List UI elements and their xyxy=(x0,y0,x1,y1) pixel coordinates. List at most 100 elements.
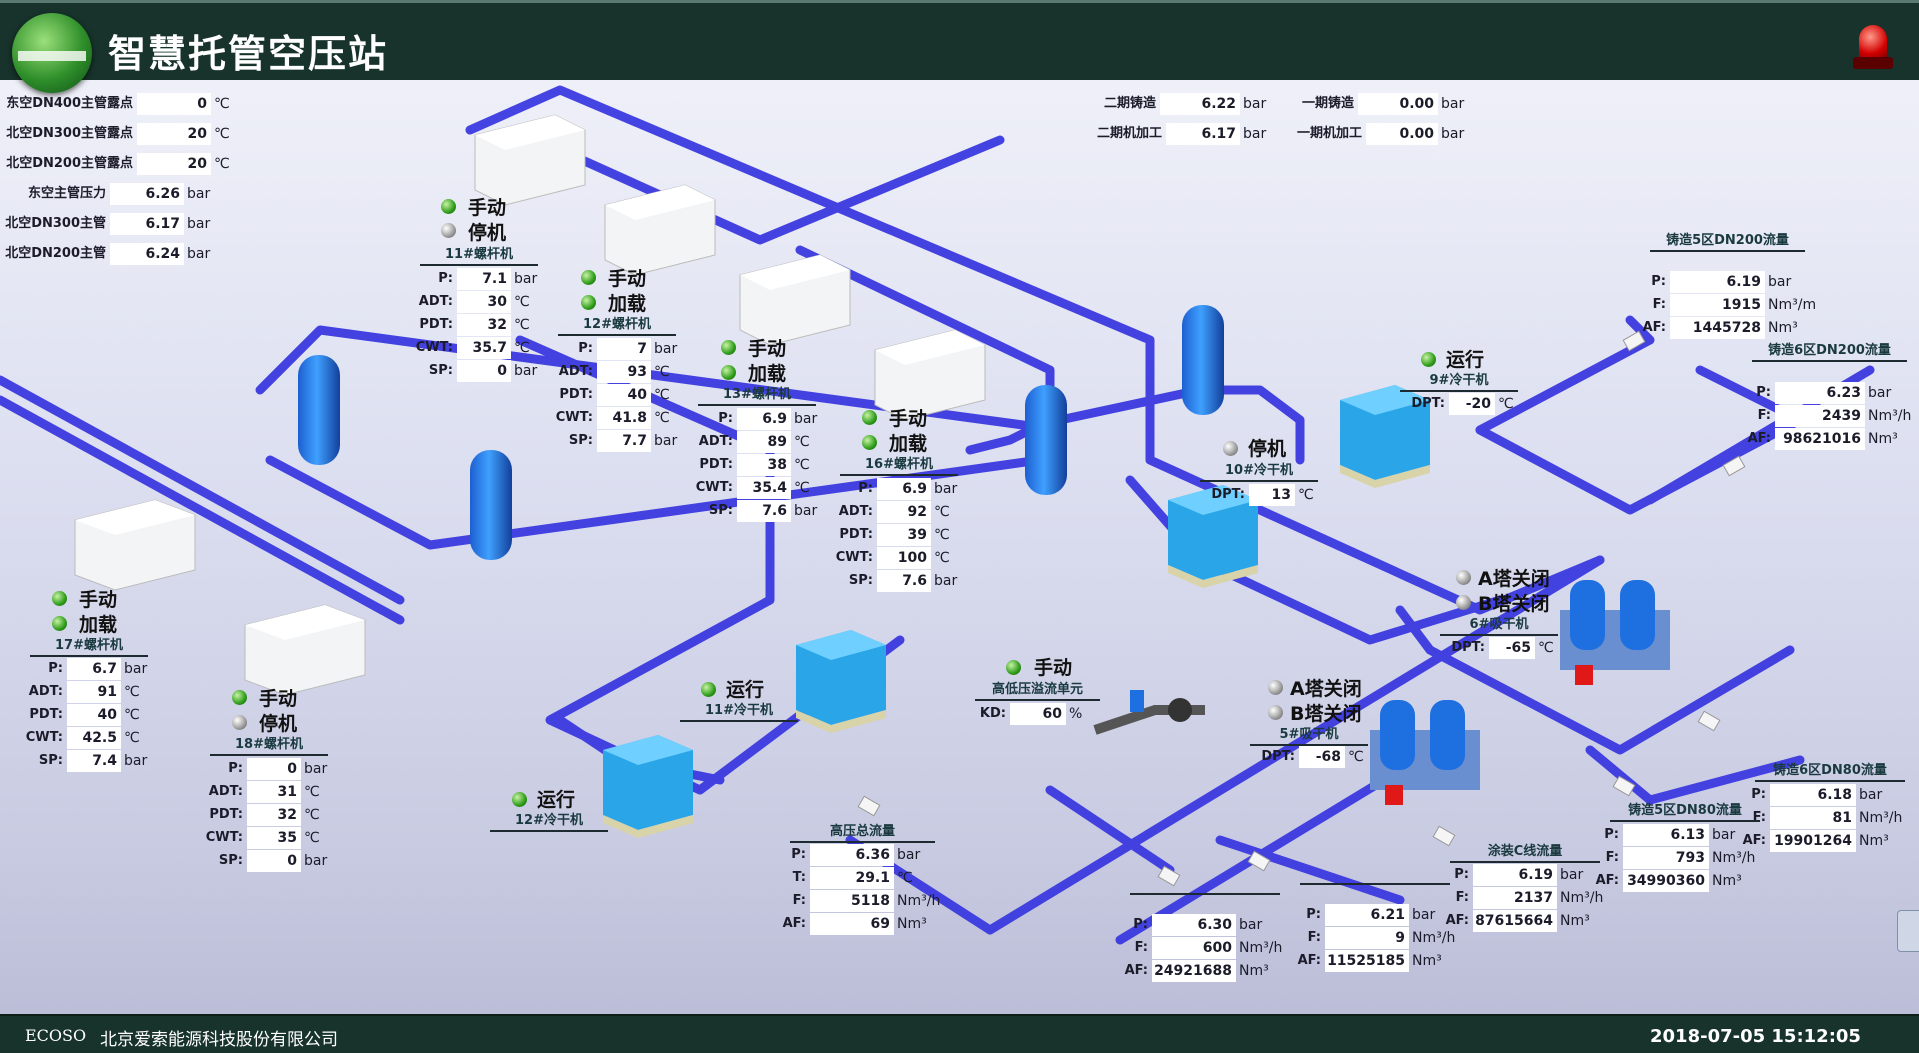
process-diagram xyxy=(0,85,1875,945)
readout-row: CWT:100℃ xyxy=(836,547,950,569)
state-led-icon xyxy=(52,616,67,631)
footer-brand: ECOSO xyxy=(25,1026,87,1045)
compressor-title: 11#螺杆机 xyxy=(420,246,538,266)
footer-datetime: 2018-07-05 15:12:05 xyxy=(1650,1026,1861,1047)
compressor-title: 12#螺杆机 xyxy=(558,316,676,336)
adsorption-dryers xyxy=(1370,580,1670,805)
readout-row: PDT:40℃ xyxy=(29,704,140,726)
readout-row: ADT:92℃ xyxy=(839,501,950,523)
flow-title xyxy=(1300,883,1450,885)
alarm-light-icon[interactable] xyxy=(1853,23,1893,71)
readout-row: CWT:35℃ xyxy=(206,827,320,849)
state-led-icon xyxy=(441,223,456,238)
compressor-mode: 手动 xyxy=(79,589,118,611)
state-led-icon xyxy=(1223,441,1238,456)
compressor-state: 加载 xyxy=(748,363,787,385)
dryer-state: 运行 xyxy=(1446,349,1485,371)
readout-row: PDT:40℃ xyxy=(559,384,670,406)
compressor-state: 停机 xyxy=(259,713,298,735)
compressor-mode: 手动 xyxy=(889,408,928,430)
dryer-state: 运行 xyxy=(537,789,576,811)
readout-row: ADT:91℃ xyxy=(29,681,140,703)
dryer-title: 10#冷干机 xyxy=(1200,462,1318,482)
adsorber-title: 5#吸干机 xyxy=(1250,726,1368,746)
compressor-mode: 手动 xyxy=(608,268,647,290)
app-title: 智慧托管空压站 xyxy=(108,32,389,76)
flow-title: 铸造5区DN200流量 xyxy=(1650,232,1805,252)
compressor-mode: 手动 xyxy=(468,197,507,219)
tower-a-state: A塔关闭 xyxy=(1290,678,1362,700)
readout-row: DPT:-20℃ xyxy=(1411,393,1514,415)
tower-a-led-icon xyxy=(1456,570,1471,585)
compressor-title: 13#螺杆机 xyxy=(698,386,816,406)
flow-title: 铸造5区DN80流量 xyxy=(1610,802,1760,822)
compressor-mode: 手动 xyxy=(259,688,298,710)
compressor-units xyxy=(74,114,986,696)
readout-row: CWT:35.4℃ xyxy=(696,477,810,499)
state-led-icon xyxy=(1421,352,1436,367)
mode-led-icon xyxy=(441,199,456,214)
tower-a-state: A塔关闭 xyxy=(1478,568,1550,590)
dryer-units xyxy=(603,385,1430,838)
compressor-state: 加载 xyxy=(889,433,928,455)
state-led-icon xyxy=(232,715,247,730)
mode-led-icon xyxy=(52,591,67,606)
readout-row: ADT:89℃ xyxy=(699,431,810,453)
state-led-icon xyxy=(512,792,527,807)
overflow-title: 高低压溢流单元 xyxy=(975,681,1100,701)
readout-row: DPT:-65℃ xyxy=(1451,637,1554,659)
readout-row: CWT:35.7℃ xyxy=(416,337,530,359)
flow-title: 高压总流量 xyxy=(790,823,935,843)
flow-title: 铸造6区DN80流量 xyxy=(1755,762,1905,782)
readout-row: ADT:93℃ xyxy=(559,361,670,383)
company-logo xyxy=(12,13,92,93)
readout-row: PDT:32℃ xyxy=(209,804,320,826)
overflow-mode: 手动 xyxy=(1034,657,1073,679)
mode-led-icon xyxy=(581,270,596,285)
readout-row: DPT:13℃ xyxy=(1211,484,1314,506)
overflow-valve-unit xyxy=(1093,690,1205,735)
tower-b-state: B塔关闭 xyxy=(1478,593,1550,615)
footer-bar: ECOSO 北京爱索能源科技股份有限公司 2018-07-05 15:12:05 xyxy=(0,1014,1919,1053)
mode-led-icon xyxy=(232,690,247,705)
readout-row: PDT:38℃ xyxy=(699,454,810,476)
flow-title xyxy=(1130,893,1280,895)
compressor-state: 停机 xyxy=(468,222,507,244)
side-panel-toggle[interactable] xyxy=(1897,910,1919,952)
readout-row: KD:60% xyxy=(980,703,1082,725)
dryer-title: 9#冷干机 xyxy=(1400,372,1518,392)
compressor-state: 加载 xyxy=(79,614,118,636)
flow-meters xyxy=(857,330,1746,887)
